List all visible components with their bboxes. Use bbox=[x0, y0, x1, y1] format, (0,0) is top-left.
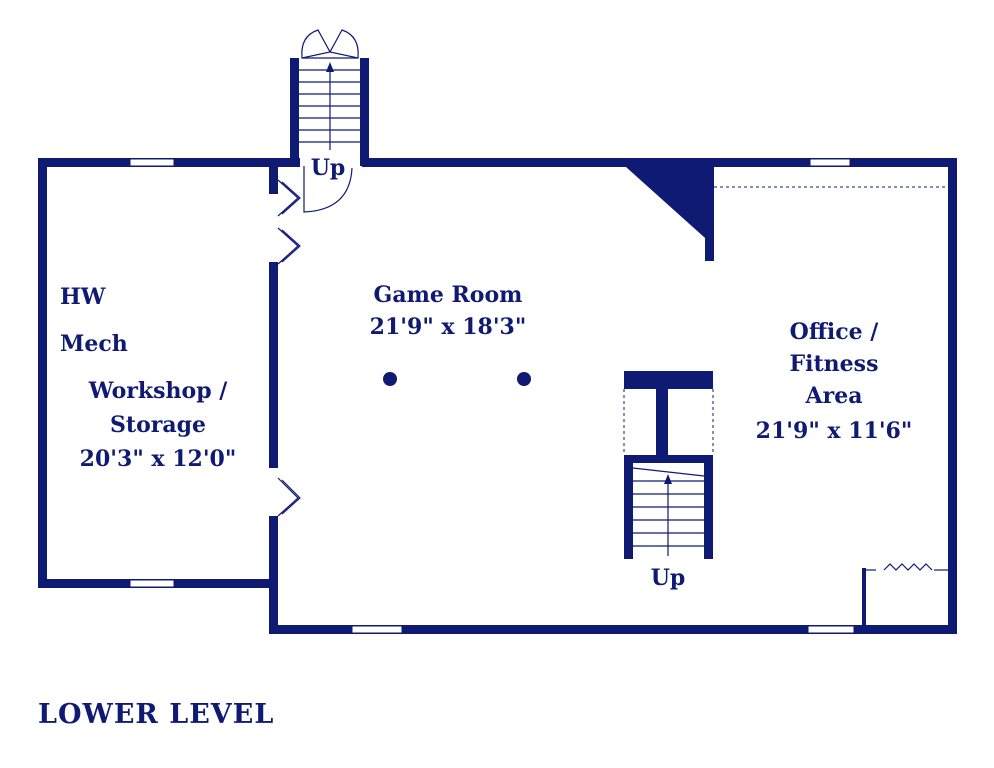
label-office-line1: Office / bbox=[790, 319, 880, 345]
top-stairs bbox=[299, 29, 360, 213]
door-swings bbox=[277, 179, 301, 517]
stair-bumpout bbox=[290, 58, 369, 166]
label-hw: HW bbox=[60, 284, 106, 310]
label-game-room-size: 21'9" x 18'3" bbox=[370, 314, 527, 340]
label-top-stairs-up: Up bbox=[311, 155, 346, 181]
plan-title: LOWER LEVEL bbox=[38, 699, 274, 730]
label-game-room: Game Room bbox=[374, 282, 523, 308]
windows bbox=[129, 158, 855, 634]
room-labels: HW Mech Workshop / Storage 20'3" x 12'0"… bbox=[60, 155, 912, 591]
label-office-line2: Fitness bbox=[790, 351, 879, 377]
chimney-corner bbox=[626, 167, 948, 261]
label-office-line3: Area bbox=[805, 383, 863, 409]
columns bbox=[383, 372, 531, 386]
label-mech: Mech bbox=[60, 331, 128, 357]
label-office-size: 21'9" x 11'6" bbox=[756, 418, 913, 444]
center-stairs bbox=[623, 371, 714, 559]
label-center-stairs-up: Up bbox=[651, 565, 686, 591]
workshop-partition bbox=[269, 167, 278, 579]
closet bbox=[862, 563, 948, 626]
label-workshop-line2: Storage bbox=[110, 412, 206, 438]
label-workshop-size: 20'3" x 12'0" bbox=[80, 446, 237, 472]
label-workshop-line1: Workshop / bbox=[88, 378, 229, 404]
